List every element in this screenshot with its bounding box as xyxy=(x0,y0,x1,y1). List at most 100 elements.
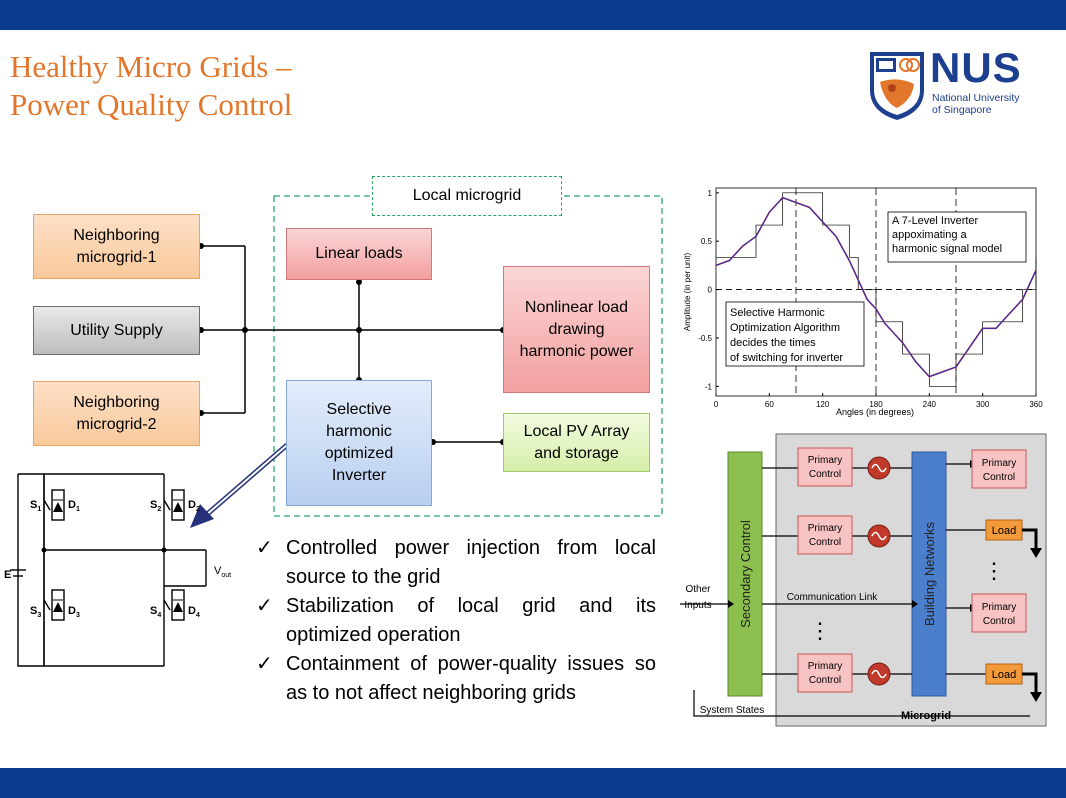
chart-x-tick-label: 240 xyxy=(923,400,937,409)
title-line-1: Healthy Micro Grids – xyxy=(10,49,292,84)
primary-2-line-1: Primary xyxy=(808,523,842,534)
nus-wordmark: NUS xyxy=(930,44,1022,91)
label-s4: S4 xyxy=(150,605,161,619)
local-microgrid-label: Local microgrid xyxy=(372,176,562,216)
secondary-control-label: Secondary Control xyxy=(738,520,753,628)
label-d2: D2 xyxy=(188,499,200,513)
primary-control-3: Primary Control xyxy=(797,653,853,693)
label-s3: S3 xyxy=(30,605,41,619)
neighboring-1-line-2: microgrid-1 xyxy=(76,248,157,266)
bullet-item: ✓ Containment of power-quality issues so … xyxy=(256,650,656,708)
nus-crest-icon xyxy=(870,52,924,120)
control-diagram: Secondary Control Building Networks Prim… xyxy=(680,433,1047,727)
page-title: Healthy Micro Grids – Power Quality Cont… xyxy=(10,48,292,124)
label-s2: S2 xyxy=(150,499,161,513)
primary-control-5: Primary Control xyxy=(971,593,1027,633)
chart-x-tick-label: 300 xyxy=(976,400,990,409)
bullet-text-2: Stabilization of local grid and its opti… xyxy=(286,595,656,646)
ellipsis-dots-left: ⋮ xyxy=(809,618,831,643)
chart-x-tick-label: 360 xyxy=(1029,400,1043,409)
annotation-2-line-4: of switching for inverter xyxy=(730,352,843,364)
primary-5-line-1: Primary xyxy=(982,602,1016,613)
nus-subtitle: National University of Singapore xyxy=(932,92,1020,116)
annotation-2-line-1: Selective Harmonic xyxy=(730,307,825,319)
chart-y-axis-label: Amplitude (in per unit) xyxy=(683,253,692,332)
chart-y-tick-label: 1 xyxy=(708,189,713,198)
secondary-control-bar xyxy=(727,451,763,697)
utility-supply-label: Utility Supply xyxy=(70,321,163,339)
pv-line-1: Local PV Array xyxy=(523,422,630,440)
primary-control-2: Primary Control xyxy=(797,515,853,555)
pv-array-box: Local PV Array and storage xyxy=(503,413,650,472)
load-2: Load xyxy=(985,663,1023,685)
primary-control-4: Primary Control xyxy=(971,449,1027,489)
check-icon: ✓ xyxy=(256,653,273,675)
bullet-text-3: Containment of power-quality issues so a… xyxy=(286,653,656,704)
primary-1-line-1: Primary xyxy=(808,455,842,466)
label-s1: S1 xyxy=(30,499,41,513)
neighboring-2-line-2: microgrid-2 xyxy=(76,415,157,433)
pv-line-2: and storage xyxy=(534,444,619,462)
chart-y-tick-label: 0 xyxy=(708,286,713,295)
primary-1-line-2: Control xyxy=(809,469,841,480)
annotation-2-line-3: decides the times xyxy=(730,337,816,349)
nus-logo: NUS National University of Singapore xyxy=(868,44,1038,122)
chart-annotation-7-level: A 7-Level Inverter appoximating a harmon… xyxy=(887,211,1027,263)
annotation-2-line-2: Optimization Algorithm xyxy=(730,322,840,334)
primary-3-line-1: Primary xyxy=(808,661,842,672)
chart-y-tick-label: 0.5 xyxy=(701,237,713,246)
chart-signal-series-blue xyxy=(715,197,1037,378)
chart-step-series xyxy=(716,192,1037,387)
annotation-1-line-1: A 7-Level Inverter xyxy=(892,215,979,227)
inverter-line-2: harmonic xyxy=(326,423,392,440)
check-icon: ✓ xyxy=(256,595,273,617)
primary-5-line-2: Control xyxy=(983,616,1015,627)
building-networks-label: Building Networks xyxy=(922,521,937,626)
primary-4-line-2: Control xyxy=(983,472,1015,483)
bullet-item: ✓ Stabilization of local grid and its opt… xyxy=(256,592,656,650)
nus-subtitle-line-1: National University xyxy=(932,92,1020,104)
primary-4-line-1: Primary xyxy=(982,458,1016,469)
system-states-label: System States xyxy=(700,705,764,716)
label-d3: D3 xyxy=(68,605,80,619)
chart-x-axis-label: Angles (in degrees) xyxy=(836,407,914,417)
harmonic-chart: Amplitude (in per unit) Angles (in degre… xyxy=(683,187,1043,417)
chart-y-tick-label: -1 xyxy=(705,382,713,391)
top-band xyxy=(0,0,1066,30)
chart-x-tick-label: 120 xyxy=(816,400,830,409)
neighboring-2-line-1: Neighboring xyxy=(73,393,160,411)
load-1-label: Load xyxy=(992,525,1016,537)
inverter-line-3: optimized xyxy=(324,445,394,462)
primary-2-line-2: Control xyxy=(809,537,841,548)
title-line-2: Power Quality Control xyxy=(10,87,293,122)
neighboring-1-line-1: Neighboring xyxy=(73,226,160,244)
load-2-label: Load xyxy=(992,669,1016,681)
load-1: Load xyxy=(985,519,1023,541)
label-source: E xyxy=(4,569,11,581)
chart-annotation-algorithm: Selective Harmonic Optimization Algorith… xyxy=(725,301,865,367)
communication-link-label: Communication Link xyxy=(787,592,879,603)
bullet-list: ✓ Controlled power injection from local s… xyxy=(256,534,656,708)
nus-subtitle-line-2: of Singapore xyxy=(932,104,992,116)
linear-loads-label: Linear loads xyxy=(315,245,403,262)
primary-control-1: Primary Control xyxy=(797,447,853,487)
chart-x-tick-label: 180 xyxy=(869,400,883,409)
bullet-text-1: Controlled power injection from local so… xyxy=(286,537,656,588)
nonlinear-line-2: drawing xyxy=(548,320,605,338)
chart-x-tick-label: 60 xyxy=(765,400,774,409)
bullet-item: ✓ Controlled power injection from local s… xyxy=(256,534,656,592)
chart-y-tick-label: -0.5 xyxy=(698,334,712,343)
annotation-1-line-2: appoximating a xyxy=(892,229,967,241)
local-microgrid-text: Local microgrid xyxy=(412,187,522,204)
other-inputs-line-2: Inputs xyxy=(684,600,711,611)
primary-3-line-2: Control xyxy=(809,675,841,686)
inverter-line-4: Inverter xyxy=(331,467,387,484)
label-vout: Vout xyxy=(214,565,231,579)
other-inputs-line-1: Other xyxy=(685,584,711,595)
neighboring-microgrid-2-box: Neighboring microgrid-2 xyxy=(33,381,200,446)
inverter-line-1: Selective xyxy=(326,401,392,418)
check-icon: ✓ xyxy=(256,537,273,559)
ellipsis-dots-right: ⋮ xyxy=(983,558,1005,583)
utility-supply-box: Utility Supply xyxy=(33,306,200,355)
